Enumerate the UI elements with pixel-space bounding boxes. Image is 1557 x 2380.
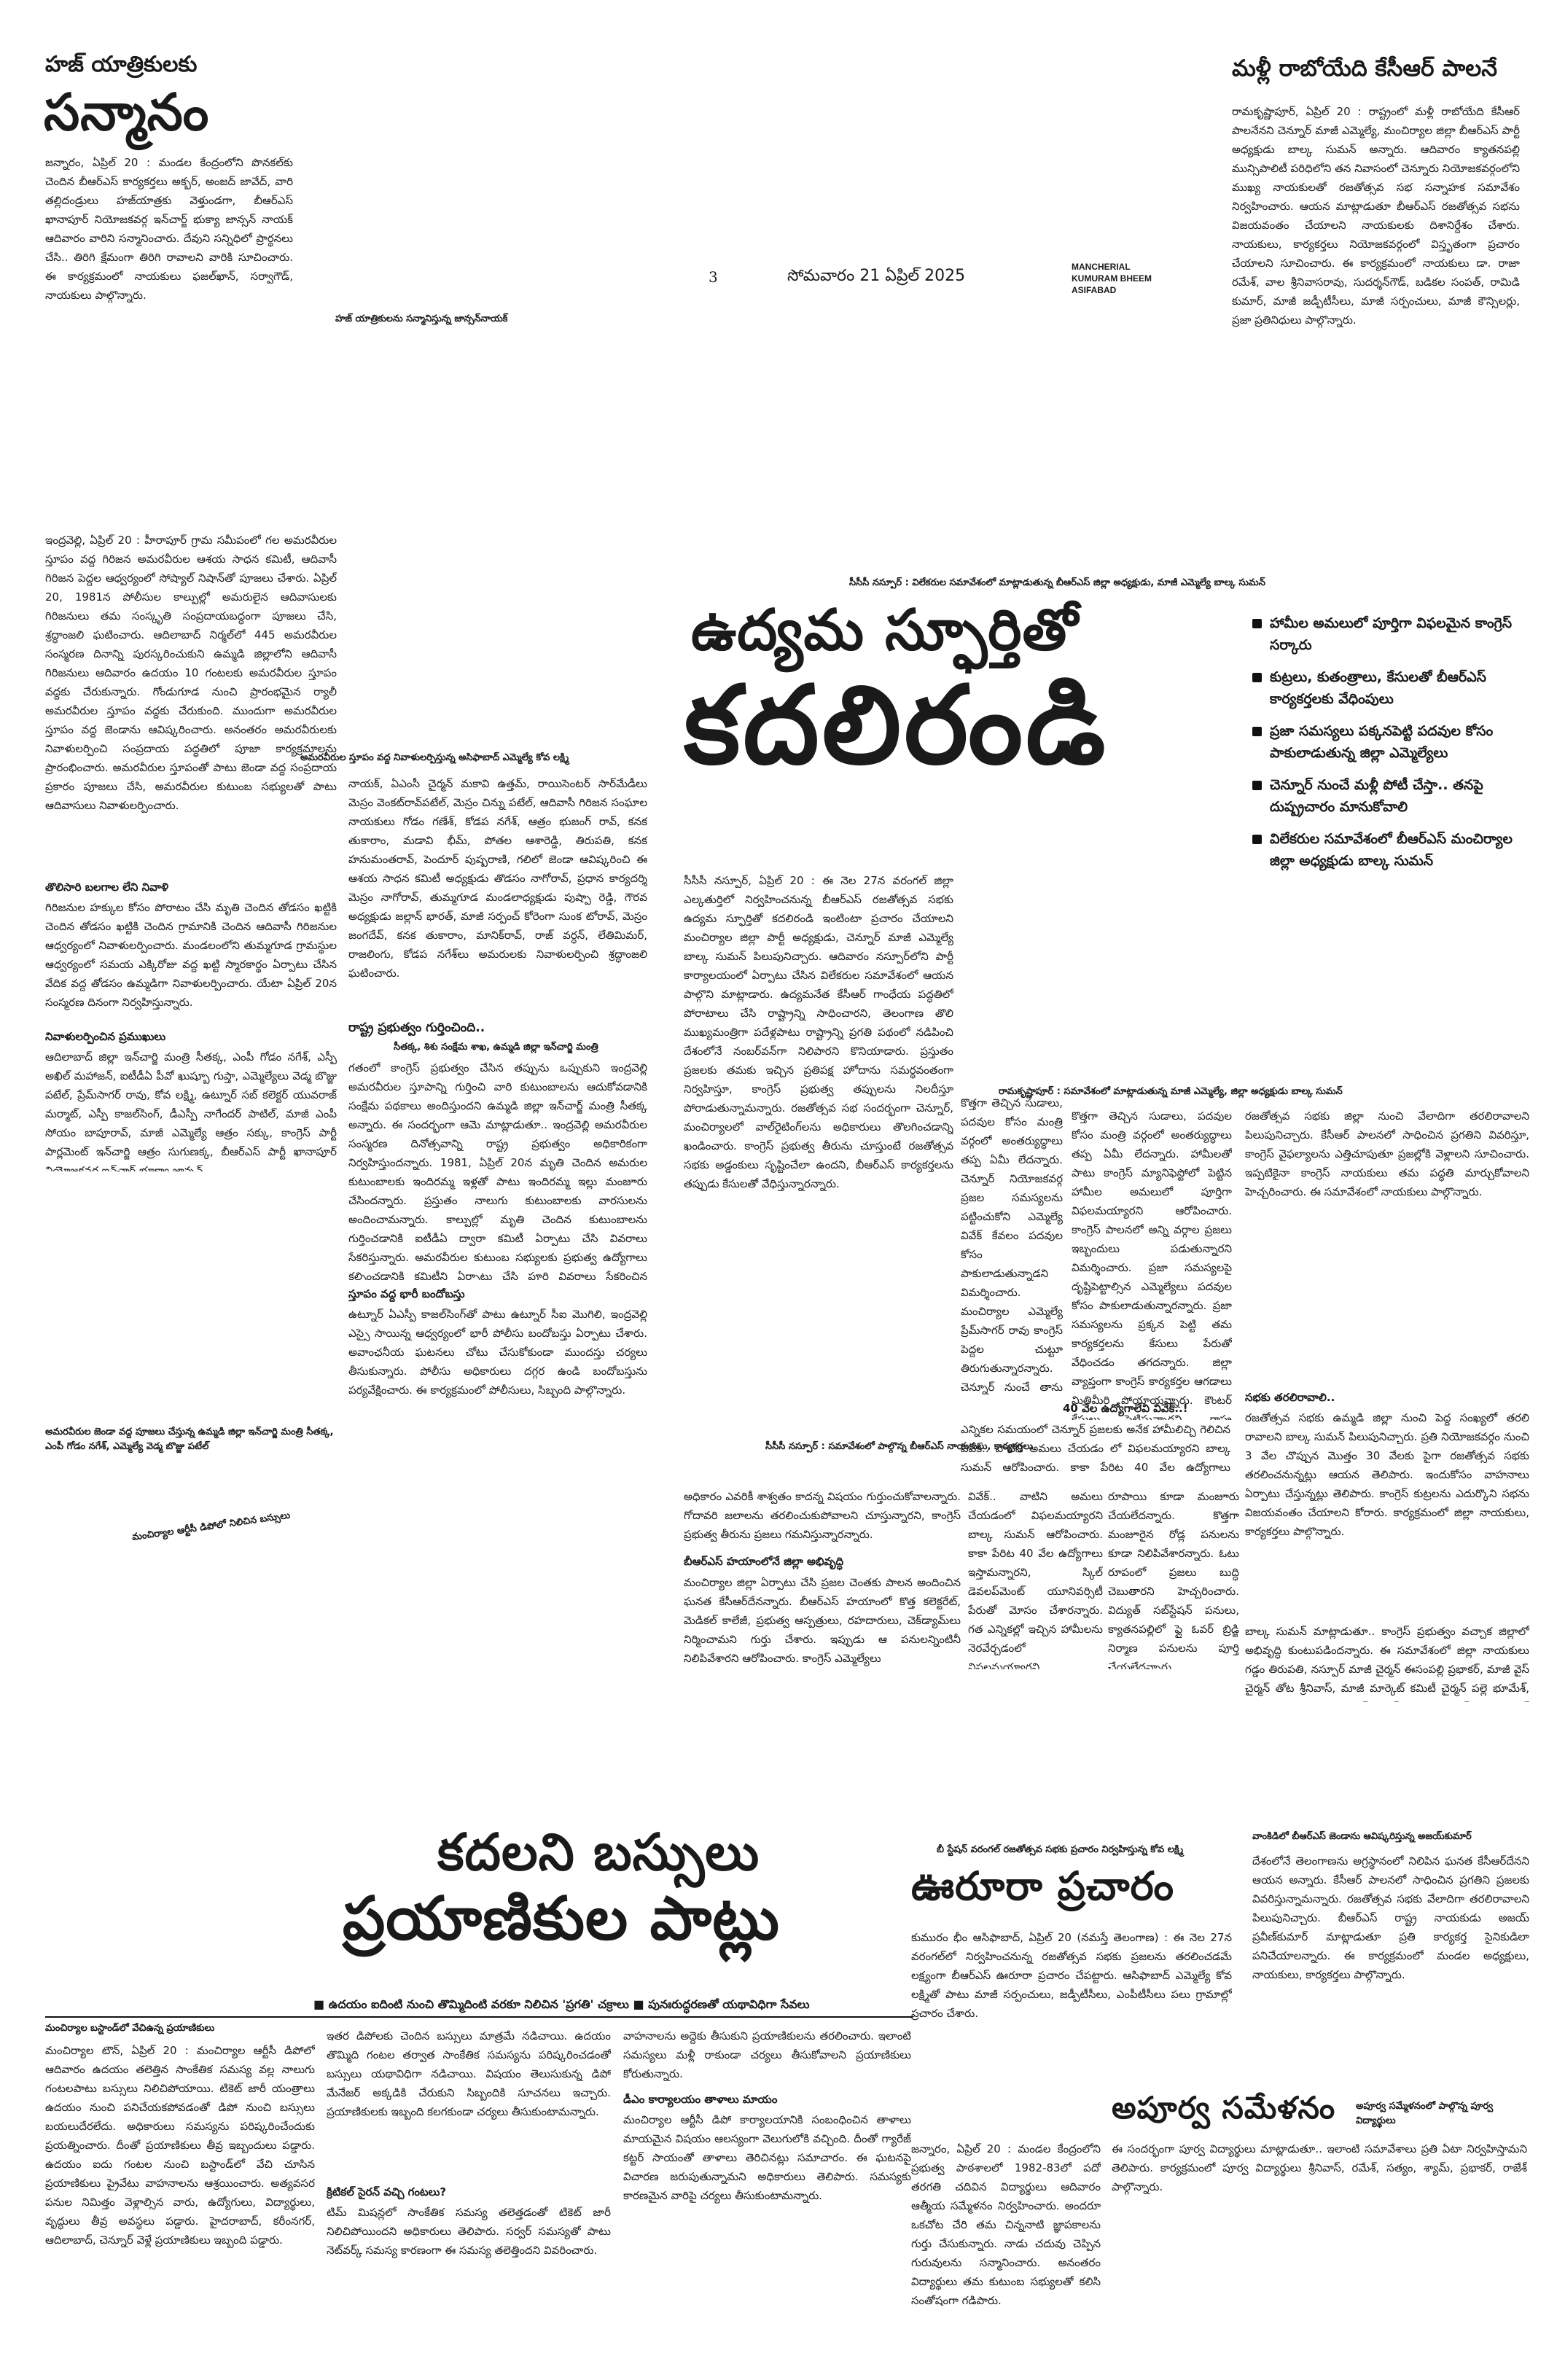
tribal-photo-caption: అమరవీరుల స్తూపం వద్ద నివాళులర్పిస్తున్న … — [300, 752, 569, 763]
tribal-subhead-1: తొలిసారి బలగాల లేని నివాళి — [45, 881, 169, 894]
udyama-bullet-text: కుట్రలు, కుతంత్రాలు, కేసులతో బీఆర్‌ఎస్ క… — [1270, 669, 1486, 707]
tribal-subhead-3b: సీతక్క, శిశు సంక్షేమ శాఖ, ఉమ్మడి జిల్లా … — [394, 1042, 598, 1053]
bullet-square-icon — [1252, 835, 1262, 844]
udyama-photo-caption: సీసీసీ నస్పూర్ : విలేకరుల సమావేశంలో మాట్… — [849, 577, 1265, 588]
udyama-bullet: చెన్నూర్ నుంచే మళ్లీ పోటీ చేస్తా.. తనపై … — [1252, 774, 1529, 818]
udyama-col-2a: కొత్తగా తెచ్చిన సుడాలు, పదవుల కోసం మంత్ర… — [961, 1096, 1063, 1394]
udyama-col-1: సీసీసీ నస్పూర్, ఏప్రిల్ 20 : ఈ నెల 27న వ… — [684, 874, 953, 1190]
ramakrishna-col-1: కొత్తగా తెచ్చిన సుడాలు, పదవుల కోసం మంత్ర… — [1072, 1109, 1232, 1420]
tribal-body-3: ఆదిలాబాద్ జిల్లా ఇన్‌చార్జి మంత్రి సీతక్… — [45, 1050, 337, 1171]
bullet-square-icon — [1252, 673, 1262, 682]
kcr-body: రామకృష్ణాపూర్, ఏప్రిల్ 20 : రాష్ట్రంలో మ… — [1232, 105, 1520, 327]
ramakrishna-caption: రామకృష్ణాపూర్ : సమావేశంలో మాట్లాడుతున్న … — [999, 1086, 1343, 1097]
brs-party-col-2: మంచిర్యాల జిల్లా ఏర్పాటు చేసి ప్రజల చెంత… — [684, 1576, 961, 1665]
tribal-body-2: గిరిజనుల హక్కుల కోసం పోరాటం చేసి మృతి చె… — [45, 901, 337, 1009]
udyama-bullets: హామీల అమలులో పూర్తిగా విఫలమైన కాంగ్రెస్ … — [1252, 612, 1529, 882]
tribal-subhead-3: రాష్ట్ర ప్రభుత్వం గుర్తించింది.. — [348, 1021, 485, 1035]
reunion-headline: అపూర్వ సమేళనం — [1112, 2090, 1336, 2126]
bullet-square-icon — [1252, 727, 1262, 736]
campaign-caption: బీ స్టేషన్ వరంగల్ రజతోత్సవ సభకు ప్రచారం … — [937, 1844, 1184, 1855]
brs-party-subhead: బీఆర్‌ఎస్ హయాంలోనే జిల్లా అభివృద్ధి — [684, 1555, 844, 1568]
brs-party-caption: సీసీసీ నస్పూర్ : సమావేశంలో పాల్గొన్న బీఆ… — [765, 1441, 1034, 1452]
udyama-bullet-text: హామీల అమలులో పూర్తిగా విఫలమైన కాంగ్రెస్ … — [1270, 615, 1513, 653]
brs-party-col-3: వివేక్.. వాటిని అమలు చేయడంలో విఫలమయ్యారన… — [968, 1490, 1103, 1669]
buses-col-3: వాహనాలను అద్దెకు తీసుకుని ప్రయాణికులను త… — [623, 2029, 911, 2080]
haj-photo-caption: హజ్ యాత్రికులను సన్మానిస్తున్న జాన్సన్‌న… — [335, 313, 508, 324]
tribal-subhead-4: స్తూపం వద్ద భారీ బందోబస్తు — [348, 1287, 465, 1300]
udyama-headline-2: కదలిరండి — [684, 663, 1109, 788]
udyama-bullet-text: ప్రజా సమస్యలు పక్కనపెట్టి పదవుల కోసం పాక… — [1270, 723, 1494, 761]
buses-headline-2: ప్రయాణికుల పాట్లు — [343, 1884, 780, 1954]
buses-col-1: మంచిర్యాల టౌన్, ఏప్రిల్ 20 : మంచిర్యాల ఆ… — [45, 2044, 315, 2247]
udyama-bullet-text: విలేకరుల సమావేశంలో బీఆర్‌ఎస్ మంచిర్యాల జ… — [1270, 831, 1513, 869]
bullet-square-icon — [1252, 619, 1262, 628]
campaign-body: కుమురం భీం ఆసిఫాబాద్, ఏప్రిల్ 20 (నమస్తే… — [911, 1931, 1232, 2020]
tribal-body-4: నాయక్, ఏఎంసీ చైర్మన్ మకావి ఉత్తమ్, రాయిస… — [348, 777, 647, 980]
tribal-body-6: ఉట్నూర్ ఏఎస్పీ కాజల్‌సింగ్‌తో పాటు ఉట్నూ… — [348, 1308, 647, 1397]
udyama-headline-1: ఉద్యమ స్ఫూర్తితో — [691, 598, 1079, 663]
tribal-body-5: గతంలో కాంగ్రెస్ ప్రభుత్వం చేసిన తప్పును … — [348, 1061, 647, 1280]
buses-rule — [45, 2016, 913, 2018]
buses-subhead-2: క్రిటికల్ సైరన్ వచ్చి గంటలు? — [327, 2185, 447, 2198]
buses-col-2: ఇతర డిపోలకు చెందిన బస్సులు మాత్రమే నడిచా… — [327, 2029, 611, 2118]
buses-subhead-3: డీఎం కార్యాలయం తాళాలు మాయం — [623, 2093, 778, 2106]
haj-kicker: హజ్ యాత్రికులకు — [45, 52, 198, 77]
ramakrishna-col-2b: రజతోత్సవ సభకు ఉమ్మడి జిల్లా నుంచి పెద్ద … — [1245, 1411, 1529, 1538]
reunion-col-2: ఈ సందర్భంగా పూర్వ విద్యార్థులు మాట్లాడుత… — [1112, 2142, 1527, 2193]
tribal-subhead-2: నివాళులర్పించిన ప్రముఖులు — [45, 1030, 166, 1043]
udyama-subhead: 40 వేల ఉద్యోగాలేవి వివేక్..! — [1063, 1402, 1188, 1415]
udyama-bullet: హామీల అమలులో పూర్తిగా విఫలమైన కాంగ్రెస్ … — [1252, 612, 1529, 656]
buses-headline-1: కదలని బస్సులు — [437, 1822, 760, 1882]
reunion-caption: అపూర్వ సమ్మేళనంలో పాల్గొన్న పూర్వ విద్యా… — [1356, 2101, 1494, 2126]
udyama-bullet: కుట్రలు, కుతంత్రాలు, కేసులతో బీఆర్‌ఎస్ క… — [1252, 666, 1529, 710]
wankidi-caption: వాంకిడిలో బీఆర్‌ఎస్ జెండాను ఆవిష్కరిస్తు… — [1252, 1831, 1472, 1842]
reunion-col-1: జన్నారం, ఏప్రిల్ 20 : మండల కేంద్రంలోని ప… — [911, 2142, 1101, 2307]
ramakrishna-col-2: రజతోత్సవ సభకు జిల్లా నుంచి వేలాదిగా తరలి… — [1245, 1109, 1529, 1198]
udyama-col-2b: ఎన్నికల సమయంలో చెన్నూర్ ప్రజలకు అనేక హామ… — [961, 1423, 1230, 1474]
buses-col-2b: టిమ్ మిషన్లలో సాంకేతిక సమస్య తలెత్తడంతో … — [327, 2206, 611, 2257]
haj-body: జన్నారం, ఏప్రిల్ 20 : మండల కేంద్రంలోని ప… — [45, 156, 293, 302]
udyama-bullet: విలేకరుల సమావేశంలో బీఆర్‌ఎస్ మంచిర్యాల జ… — [1252, 828, 1529, 872]
buses-caption: మంచిర్యాల బస్టాండ్‌లో వేచిఉన్న ప్రయాణికు… — [45, 2023, 215, 2034]
kcr-headline: మళ్లీ రాబోయేది కేసీఆర్ పాలనే — [1232, 55, 1497, 82]
tribal-body-1: ఇంద్రవెల్లి, ఏప్రిల్ 20 : హీరాపూర్ గ్రామ… — [45, 534, 337, 812]
brs-party-col-4: రూపాయి కూడా మంజూరు చేయలేదన్నారు. కొత్తగా… — [1108, 1490, 1239, 1669]
page-number: 3 — [709, 268, 718, 286]
bullet-square-icon — [1252, 781, 1262, 790]
wankidi-body: దేశంలోనే తెలంగాణను అగ్రస్థానంలో నిలిపిన … — [1252, 1854, 1529, 1981]
campaign-headline: ఊరూరా ప్రచారం — [911, 1863, 1174, 1909]
edition-label: MANCHERIAL KUMURAM BHEEM ASIFABAD — [1072, 262, 1152, 295]
tribal-caption-2: అమరవీరుల జెండా వద్ద పూజలు చేస్తున్న ఉమ్మ… — [45, 1427, 334, 1452]
ramakrishna-subhead: సభకు తరలిరావాలి.. — [1245, 1391, 1335, 1404]
brs-party-col-1: అధికారం ఎవరికీ శాశ్వతం కాదన్న విషయం గుర్… — [684, 1490, 961, 1541]
udyama-bullet: ప్రజా సమస్యలు పక్కనపెట్టి పదవుల కోసం పాక… — [1252, 720, 1529, 764]
udyama-bullet-text: చెన్నూర్ నుంచే మళ్లీ పోటీ చేస్తా.. తనపై … — [1270, 777, 1483, 815]
tribal-caption-3: మంచిర్యాల ఆర్టీసీ డిపోలో నిలిచిన బస్సులు — [131, 1510, 291, 1543]
haj-headline: సన్మానం — [44, 82, 210, 142]
buses-deck: ■ ఉదయం ఐదింటి నుంచి తొమ్మిదింటి వరకూ నిల… — [313, 1997, 810, 2011]
buses-col-3b: మంచిర్యాల ఆర్టీసీ డిపో కార్యాలయానికి సంబ… — [623, 2113, 911, 2202]
date-line: సోమవారం 21 ఏప్రిల్ 2025 — [787, 267, 966, 285]
brs-party-col-5: బాల్క సుమన్ మాట్లాడుతూ.. కాంగ్రెస్ ప్రభు… — [1245, 1625, 1529, 1702]
